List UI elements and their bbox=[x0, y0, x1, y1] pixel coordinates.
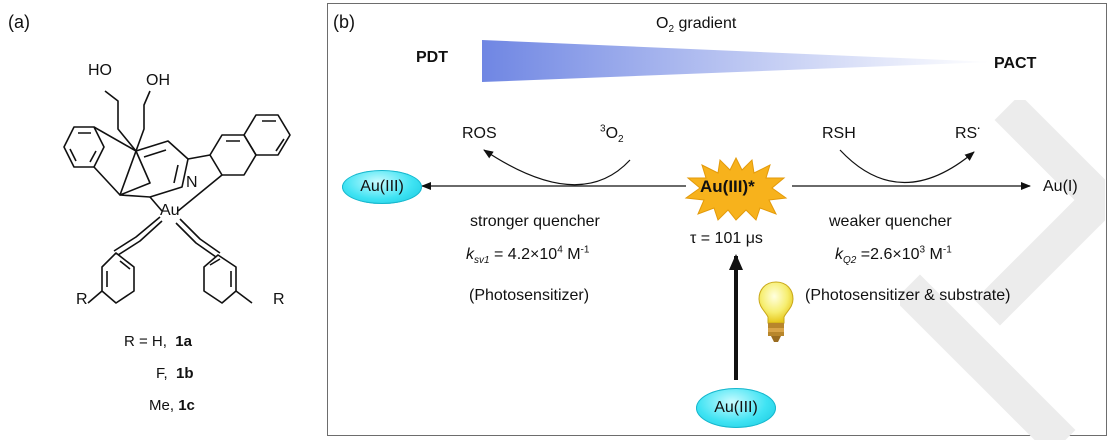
pact-label: PACT bbox=[994, 55, 1037, 72]
gold-atom-label: Au bbox=[160, 202, 180, 219]
compound-id: 1c bbox=[178, 397, 195, 414]
legend-substituent: Me, bbox=[149, 397, 175, 414]
triplet-oxygen-o: O bbox=[605, 125, 619, 142]
left-k-value: = 4.2×10 bbox=[489, 246, 558, 263]
panel-a-label: (a) bbox=[8, 12, 30, 32]
hydroxyl-label-right: OH bbox=[146, 72, 170, 89]
right-k-sub: Q2 bbox=[843, 255, 857, 267]
au-iii-ground-state-label: Au(III) bbox=[714, 399, 758, 416]
right-k-value: =2.6×10 bbox=[856, 246, 920, 263]
stronger-quencher-label: stronger quencher bbox=[470, 213, 600, 230]
rsh-label: RSH bbox=[822, 125, 856, 142]
nitrogen-atom-label: N bbox=[186, 174, 198, 191]
ros-label: ROS bbox=[462, 125, 497, 142]
au-iii-ground-state-oval: Au(III) bbox=[696, 388, 776, 428]
compound-id: 1a bbox=[175, 333, 192, 350]
legend-row-1b: F, 1b bbox=[156, 365, 194, 383]
right-k-symbol: k bbox=[835, 246, 843, 263]
panel-b-frame bbox=[327, 3, 1107, 436]
right-k-unit-exp: -1 bbox=[942, 244, 952, 256]
excited-state-burst-icon bbox=[684, 156, 788, 221]
gradient-title: O2 gradient bbox=[656, 15, 737, 36]
watermark-strokes bbox=[900, 100, 1105, 440]
triplet-oxygen-sup: 3 bbox=[600, 123, 606, 135]
gradient-title-rest: gradient bbox=[674, 15, 737, 32]
left-rate-constant: ksv1 = 4.2×104 M-1 bbox=[466, 244, 590, 267]
left-k-unit: M bbox=[562, 246, 581, 263]
legend-substituent: F, bbox=[156, 365, 168, 382]
au-iii-product-oval: Au(III) bbox=[342, 170, 422, 204]
au-iii-product-label: Au(III) bbox=[360, 178, 404, 195]
left-k-unit-exp: -1 bbox=[580, 244, 590, 256]
hydroxyl-label-left: HO bbox=[88, 62, 112, 79]
r-group-left: R bbox=[76, 291, 88, 308]
left-role-label: (Photosensitizer) bbox=[469, 287, 590, 304]
legend-substituent: R = H, bbox=[124, 333, 167, 350]
right-k-exp: 3 bbox=[919, 244, 926, 256]
oxygen-gradient-wedge bbox=[482, 40, 992, 82]
thiyl-radical-dot: · bbox=[977, 123, 981, 135]
lifetime-label: τ = 101 μs bbox=[690, 230, 763, 247]
au-i-product-label: Au(I) bbox=[1043, 178, 1078, 195]
gradient-title-o: O bbox=[656, 15, 669, 32]
r-group-right: R bbox=[273, 291, 285, 308]
thiyl-radical-label: RS· bbox=[955, 123, 981, 143]
left-k-symbol: k bbox=[466, 246, 474, 263]
weaker-quencher-label: weaker quencher bbox=[829, 213, 952, 230]
pdt-label: PDT bbox=[416, 49, 448, 66]
compound-id: 1b bbox=[176, 365, 194, 382]
light-bulb-icon bbox=[758, 281, 794, 342]
right-role-label: (Photosensitizer & substrate) bbox=[805, 287, 1011, 304]
legend-row-1c: Me, 1c bbox=[149, 397, 195, 415]
left-k-sub: sv1 bbox=[474, 255, 490, 267]
excited-gold-label: Au(III)* bbox=[700, 177, 755, 196]
right-k-unit: M bbox=[925, 246, 943, 263]
thiyl-radical-rs: RS bbox=[955, 125, 978, 142]
triplet-oxygen-sub: 2 bbox=[618, 134, 624, 146]
legend-row-1a: R = H, 1a bbox=[124, 333, 192, 351]
gradient-title-sub: 2 bbox=[668, 24, 675, 36]
triplet-oxygen-label: 3O2 bbox=[600, 123, 624, 146]
right-rate-constant: kQ2 =2.6×103 M-1 bbox=[835, 244, 952, 267]
panel-b-label: (b) bbox=[333, 12, 355, 32]
gold-complex-structure bbox=[63, 90, 291, 304]
left-k-exp: 4 bbox=[557, 244, 563, 256]
